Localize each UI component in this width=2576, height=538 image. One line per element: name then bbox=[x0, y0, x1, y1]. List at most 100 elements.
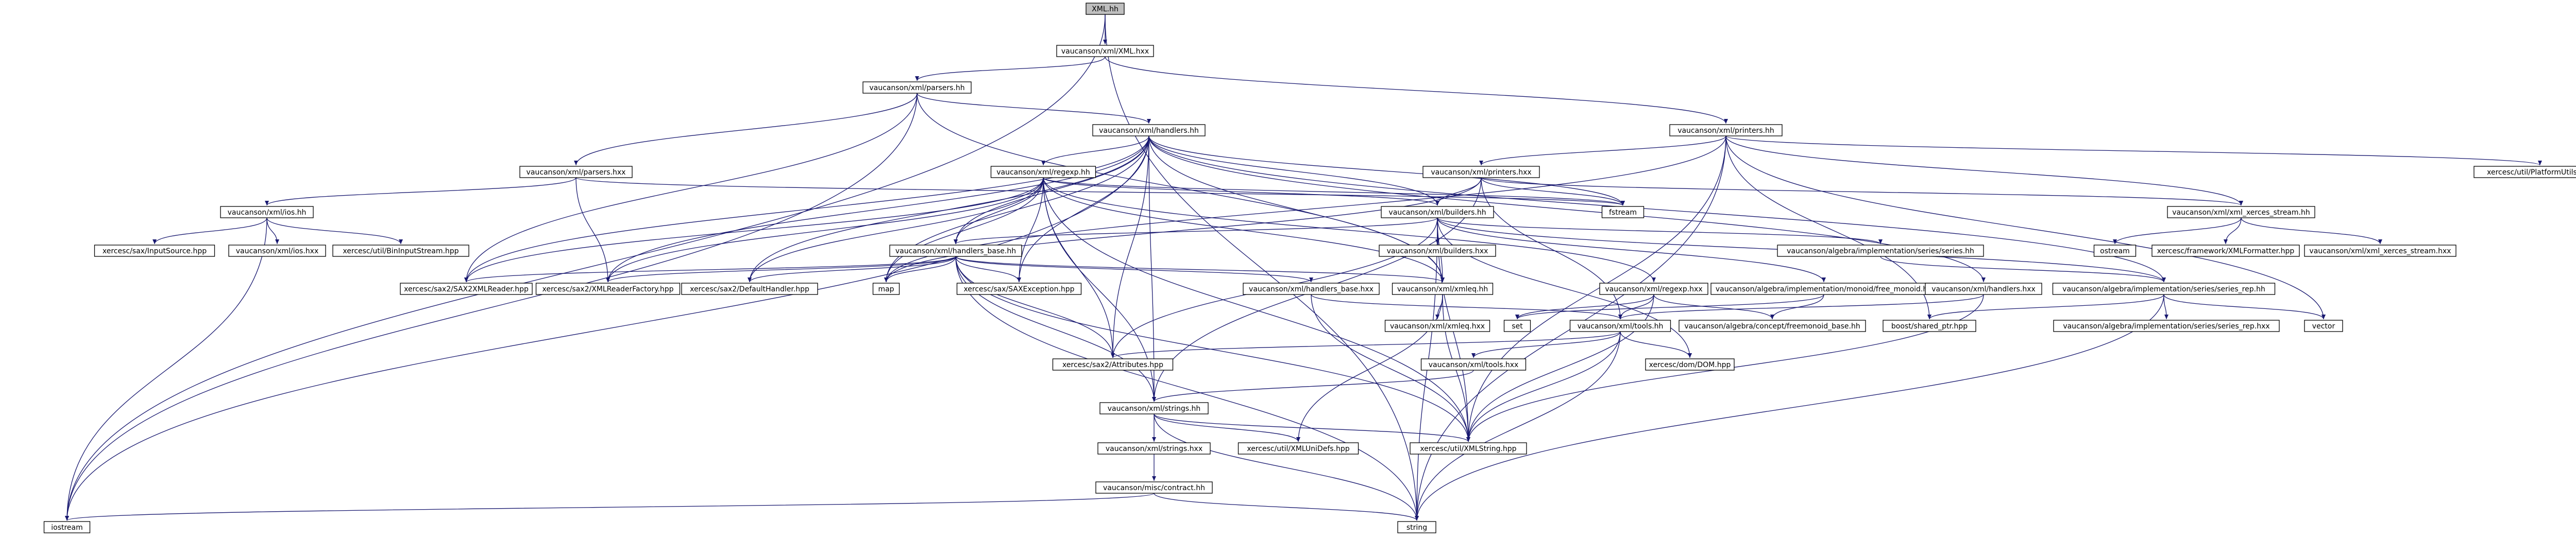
edge-line bbox=[1880, 256, 2166, 283]
node-strings-hxx[interactable]: vaucanson/xml/strings.hxx bbox=[1097, 442, 1211, 455]
edge-printers_hxx-to-tools_hh bbox=[1481, 177, 1622, 320]
edge-parsers_hh-to-parsers_hxx bbox=[574, 93, 918, 166]
edge-tools_hh-to-dom bbox=[1620, 331, 1692, 358]
node-label: xercesc/sax/InputSource.hpp bbox=[103, 247, 207, 255]
node-handlers-base-hh[interactable]: vaucanson/xml/handlers_base.hh bbox=[889, 245, 1022, 257]
node-xmleq-hxx[interactable]: vaucanson/xml/xmleq.hxx bbox=[1384, 320, 1490, 332]
node-builders-hh[interactable]: vaucanson/xml/builders.hh bbox=[1381, 206, 1494, 218]
edge-handlers_hh-to-saxexception bbox=[1017, 135, 1149, 283]
node-ios-hh[interactable]: vaucanson/xml/ios.hh bbox=[220, 206, 314, 218]
node-box bbox=[1092, 124, 1206, 136]
node-root[interactable]: XML.hh bbox=[1086, 3, 1125, 15]
node-label: vaucanson/xml/ios.hxx bbox=[236, 247, 319, 255]
node-builders-hxx[interactable]: vaucanson/xml/builders.hxx bbox=[1379, 245, 1496, 257]
edge-line bbox=[2163, 294, 2168, 320]
node-map[interactable]: map bbox=[872, 283, 900, 295]
edge-line bbox=[884, 256, 956, 283]
edge-line bbox=[266, 217, 279, 245]
node-printers-hxx[interactable]: vaucanson/xml/printers.hxx bbox=[1422, 166, 1540, 178]
node-contract-hh[interactable]: vaucanson/misc/contract.hh bbox=[1095, 481, 1213, 494]
node-box bbox=[1238, 442, 1359, 455]
node-parsers-hxx[interactable]: vaucanson/xml/parsers.hxx bbox=[519, 166, 633, 178]
edge-regexp_hh-to-fstream bbox=[1043, 177, 1625, 206]
edge-line bbox=[955, 256, 1115, 358]
node-xmlstring[interactable]: xercesc/util/XMLString.hpp bbox=[1410, 442, 1527, 455]
edge-tools_hh-to-tools_hxx bbox=[1471, 331, 1621, 358]
node-xml-xerces-stream-hxx[interactable]: vaucanson/xml/xml_xerces_stream.hxx bbox=[2304, 245, 2456, 257]
node-handlers-base-hxx[interactable]: vaucanson/xml/handlers_base.hxx bbox=[1243, 283, 1380, 295]
node-inputsource[interactable]: xercesc/sax/InputSource.hpp bbox=[94, 245, 215, 257]
node-ostream[interactable]: ostream bbox=[2093, 245, 2137, 257]
edge-handlers_hh-to-strings_hh bbox=[1148, 135, 1156, 402]
edge-line bbox=[1311, 294, 1470, 442]
node-tools-hh[interactable]: vaucanson/xml/tools.hh bbox=[1569, 320, 1671, 332]
node-xml-hxx[interactable]: vaucanson/xml/XML.hxx bbox=[1056, 45, 1154, 57]
edge-regexp_hxx-to-set bbox=[1515, 294, 1654, 320]
node-free-monoid-hh[interactable]: vaucanson/algebra/implementation/monoid/… bbox=[1710, 283, 1937, 295]
edge-line bbox=[575, 177, 1625, 206]
node-label: xercesc/util/PlatformUtils.hpp bbox=[2487, 168, 2576, 177]
node-platformutils[interactable]: xercesc/util/PlatformUtils.hpp bbox=[2473, 166, 2576, 178]
node-regexp-hh[interactable]: vaucanson/xml/regexp.hh bbox=[990, 166, 1096, 178]
node-xmlformatter[interactable]: xercesc/framework/XMLFormatter.hpp bbox=[2151, 245, 2300, 257]
node-attributes[interactable]: xercesc/sax2/Attributes.hpp bbox=[1052, 358, 1174, 371]
node-xml-xerces-stream-hh[interactable]: vaucanson/xml/xml_xerces_stream.hh bbox=[2167, 206, 2315, 218]
node-set[interactable]: set bbox=[1503, 320, 1531, 332]
node-parsers-hh[interactable]: vaucanson/xml/parsers.hh bbox=[862, 81, 972, 94]
node-fstream[interactable]: fstream bbox=[1601, 206, 1645, 218]
node-series-hh[interactable]: vaucanson/algebra/implementation/series/… bbox=[1777, 245, 1984, 257]
edge-line bbox=[1725, 135, 2542, 166]
node-label: vaucanson/algebra/implementation/series/… bbox=[1787, 247, 1974, 255]
edge-printers_hh-to-platformutils bbox=[1725, 135, 2542, 166]
node-label: boost/shared_ptr.hpp bbox=[1891, 322, 1968, 331]
node-printers-hh[interactable]: vaucanson/xml/printers.hh bbox=[1669, 124, 1783, 136]
node-bininputstream[interactable]: xercesc/util/BinInputStream.hpp bbox=[332, 245, 469, 257]
node-label: string bbox=[1406, 524, 1427, 532]
node-box bbox=[220, 206, 314, 218]
edge-parsers_hxx-to-xmlreaderfactory bbox=[575, 177, 610, 283]
edge-handlers_hh-to-map bbox=[884, 135, 1149, 283]
node-series-rep-hxx[interactable]: vaucanson/algebra/implementation/series/… bbox=[2053, 320, 2280, 332]
node-label: xercesc/sax2/Attributes.hpp bbox=[1062, 361, 1163, 369]
edge-regexp_hh-to-regexp_hxx bbox=[1043, 177, 1656, 283]
edge-handlers_base_hh-to-sax2xmlreader bbox=[464, 256, 956, 283]
node-xmleq-hh[interactable]: vaucanson/xml/xmleq.hh bbox=[1392, 283, 1494, 295]
node-dom[interactable]: xercesc/dom/DOM.hpp bbox=[1645, 358, 1735, 371]
node-vector[interactable]: vector bbox=[2304, 320, 2343, 332]
node-sax2xmlreader[interactable]: xercesc/sax2/SAX2XMLReader.hpp bbox=[400, 283, 533, 295]
edge-line bbox=[1148, 135, 1625, 206]
node-box bbox=[1422, 166, 1540, 178]
edge-tools_hh-to-attributes bbox=[1111, 331, 1621, 358]
node-xmlunidefs[interactable]: xercesc/util/XMLUniDefs.hpp bbox=[1238, 442, 1359, 455]
edge-builders_hh-to-dom bbox=[1437, 217, 1692, 358]
node-label: xercesc/sax/SAXException.hpp bbox=[963, 285, 1074, 293]
node-label: ostream bbox=[2100, 247, 2130, 255]
edge-regexp_hh-to-sax2xmlreader bbox=[464, 177, 1044, 283]
node-defaulthandler[interactable]: xercesc/sax2/DefaultHandler.hpp bbox=[681, 283, 818, 295]
node-regexp-hxx[interactable]: vaucanson/xml/regexp.hxx bbox=[1599, 283, 1708, 295]
edge-line bbox=[1653, 294, 1774, 320]
node-shared-ptr[interactable]: boost/shared_ptr.hpp bbox=[1883, 320, 1976, 332]
node-series-rep-hh[interactable]: vaucanson/algebra/implementation/series/… bbox=[2052, 283, 2276, 295]
node-iostream[interactable]: iostream bbox=[43, 521, 91, 533]
node-handlers-hh[interactable]: vaucanson/xml/handlers.hh bbox=[1092, 124, 1206, 136]
node-string[interactable]: string bbox=[1397, 521, 1436, 533]
node-freemonoid-base-hh[interactable]: vaucanson/algebra/concept/freemonoid_bas… bbox=[1679, 320, 1866, 332]
edge-line bbox=[1515, 294, 1654, 320]
node-ios-hxx[interactable]: vaucanson/xml/ios.hxx bbox=[228, 245, 326, 257]
node-label: vaucanson/xml/handlers_base.hh bbox=[895, 247, 1016, 255]
node-box bbox=[1645, 358, 1735, 371]
node-strings-hh[interactable]: vaucanson/xml/strings.hh bbox=[1099, 402, 1209, 414]
edge-handlers_base_hxx-to-tools_hh bbox=[1311, 294, 1622, 320]
node-box bbox=[1503, 320, 1531, 332]
node-box bbox=[94, 245, 215, 257]
edge-line bbox=[917, 93, 1151, 124]
edge-regexp_hh-to-defaulthandler bbox=[748, 177, 1044, 283]
node-saxexception[interactable]: xercesc/sax/SAXException.hpp bbox=[956, 283, 1082, 295]
node-handlers-hxx[interactable]: vaucanson/xml/handlers.hxx bbox=[1925, 283, 2042, 295]
edge-xml_hxx-to-printers_hh bbox=[1105, 56, 1728, 124]
edge-line bbox=[748, 177, 1044, 283]
node-xmlreaderfactory[interactable]: xercesc/sax2/XMLReaderFactory.hpp bbox=[535, 283, 681, 295]
node-tools-hxx[interactable]: vaucanson/xml/tools.hxx bbox=[1420, 358, 1527, 371]
